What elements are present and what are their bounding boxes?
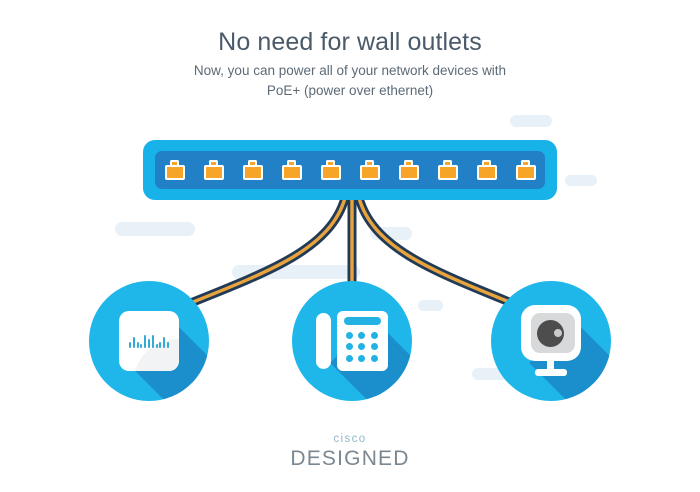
- device-circle: [491, 281, 611, 401]
- device-circle: [89, 281, 209, 401]
- webcam-lens-glint: [554, 329, 562, 337]
- device-access-point[interactable]: [89, 281, 209, 401]
- rj45-port-icon[interactable]: [515, 160, 536, 180]
- rj45-port-icon[interactable]: [281, 160, 302, 180]
- rj45-port-icon[interactable]: [476, 160, 497, 180]
- cisco-designed-logo: cisco DESIGNED: [0, 433, 700, 470]
- page-subtitle-line2: PoE+ (power over ethernet): [266, 82, 434, 98]
- webcam-neck: [547, 359, 554, 371]
- decorative-pill: [115, 222, 195, 236]
- webcam-icon: [519, 305, 583, 377]
- decorative-pill: [370, 227, 412, 240]
- decorative-pill: [510, 115, 552, 127]
- rj45-port-icon[interactable]: [242, 160, 263, 180]
- page-title: No need for wall outlets: [218, 28, 482, 56]
- logo-brand: cisco: [333, 433, 367, 445]
- switch-faceplate: [155, 151, 545, 189]
- switch-port-row: [155, 151, 545, 189]
- phone-handset: [316, 313, 331, 369]
- rj45-port-icon[interactable]: [437, 160, 458, 180]
- device-ip-camera[interactable]: [491, 281, 611, 401]
- network-switch[interactable]: [143, 140, 557, 200]
- phone-keypad: [346, 332, 379, 362]
- logo-wordmark: DESIGNED: [290, 446, 410, 470]
- access-point-tile: [119, 311, 179, 371]
- phone-body: [337, 311, 388, 371]
- page-subtitle: Now, you can power all of your network d…: [0, 61, 700, 100]
- rj45-port-icon[interactable]: [398, 160, 419, 180]
- page-subtitle-line1: Now, you can power all of your network d…: [193, 63, 507, 78]
- desk-phone-icon: [316, 311, 388, 371]
- cisco-bars-icon: [129, 335, 169, 348]
- decorative-pill: [565, 175, 597, 186]
- phone-display: [344, 317, 381, 325]
- device-circle: [292, 281, 412, 401]
- webcam-base: [535, 369, 567, 376]
- rj45-port-icon[interactable]: [164, 160, 185, 180]
- rj45-port-icon[interactable]: [359, 160, 380, 180]
- device-desk-phone[interactable]: [292, 281, 412, 401]
- decorative-pill: [418, 300, 443, 311]
- rj45-port-icon[interactable]: [320, 160, 341, 180]
- rj45-port-icon[interactable]: [203, 160, 224, 180]
- decorative-pill: [232, 265, 360, 279]
